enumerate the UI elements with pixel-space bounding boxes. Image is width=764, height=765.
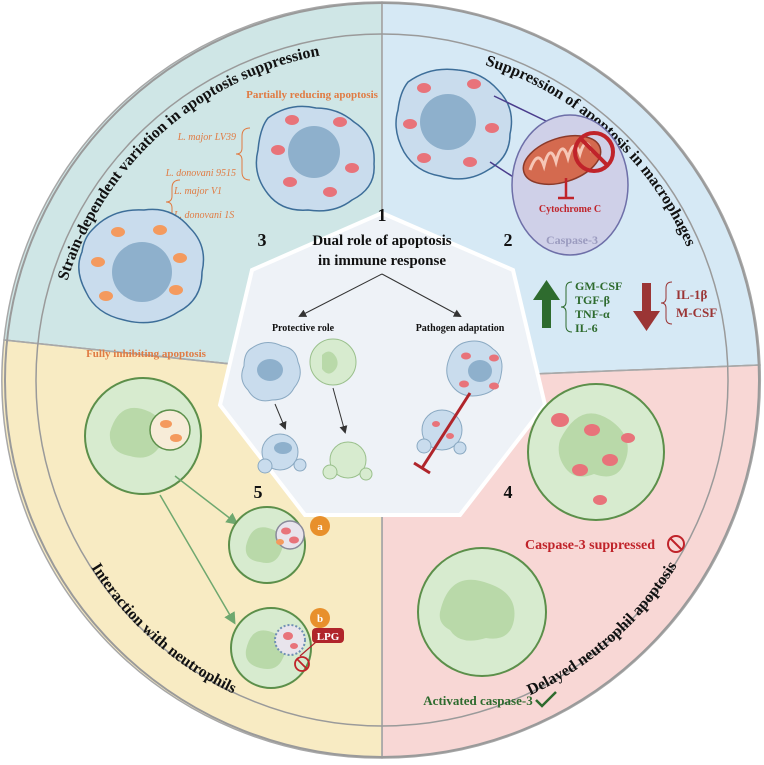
caspase-3-label: Caspase-3 <box>546 233 598 247</box>
apoptotic-macrophage-icon <box>257 433 307 474</box>
infected-macrophage-icon <box>446 340 503 397</box>
panel-3-number: 3 <box>258 230 267 250</box>
caspase-suppressed-label: Caspase-3 suppressed <box>525 538 655 553</box>
infected-macrophage-large-icon <box>395 68 513 180</box>
partial-strain-2: L. donovani 9515 <box>165 168 236 179</box>
activated-caspase-label: Activated caspase-3 <box>423 693 533 708</box>
protective-neutrophil-icon <box>309 338 357 386</box>
no-entry-icon <box>573 131 615 173</box>
checkmark-icon <box>535 691 557 708</box>
neutrophil-arrow-a <box>174 475 239 525</box>
down-brace <box>660 281 673 325</box>
protective-arrow-2 <box>332 387 348 434</box>
protective-arrow-1 <box>274 403 287 430</box>
neutrophil-a-icon <box>228 506 306 584</box>
badge-a <box>310 516 330 536</box>
panel-4-number: 4 <box>504 482 513 502</box>
center-title-line2: in immune response <box>318 253 446 269</box>
healthy-neutrophil-icon <box>417 547 547 677</box>
badge-a-letter: a <box>317 521 323 533</box>
suppressed-neutrophil-icon <box>527 383 665 521</box>
branch-left-arrow <box>298 273 383 317</box>
full-strain-2: L. donovani 1S <box>173 210 234 221</box>
zoom-line-top <box>493 95 549 123</box>
apoptotic-neutrophil-icon <box>322 441 373 481</box>
down-cytokine-2: M-CSF <box>676 305 717 320</box>
lpg-no-entry-icon <box>294 656 310 672</box>
panel-2-number: 2 <box>504 230 513 250</box>
cytochrome-label: Cytochrome C <box>539 204 601 215</box>
pathogen-adaptation-label: Pathogen adaptation <box>416 323 505 334</box>
up-cytokine-1: GM-CSF <box>575 279 622 293</box>
protective-macrophage-icon <box>241 342 301 402</box>
up-brace <box>560 281 573 333</box>
full-inhibition-label: Fully inhibiting apoptosis <box>86 348 207 360</box>
up-cytokine-2: TGF-β <box>575 293 610 307</box>
up-cytokine-3: TNF-α <box>575 307 610 321</box>
partial-strain-brace <box>235 127 251 181</box>
badge-b <box>310 608 330 628</box>
center-title-line1: Dual role of apoptosis <box>312 233 451 249</box>
cytochrome-block-icon <box>558 178 574 200</box>
inner-ring <box>35 33 729 727</box>
badge-b-letter: b <box>317 613 323 625</box>
neutrophil-arrow-b <box>159 494 236 625</box>
center-number: 1 <box>378 205 387 225</box>
protective-role-label: Protective role <box>272 323 335 334</box>
lpg-label: LPG <box>317 631 340 643</box>
inhibition-line <box>413 392 472 475</box>
down-cytokine-1: IL-1β <box>676 287 708 302</box>
neutrophil-b-icon <box>230 607 312 689</box>
partial-strain-1: L. major LV39 <box>177 132 236 143</box>
lpg-badge <box>312 628 344 643</box>
partially-infected-macrophage-icon <box>255 105 375 212</box>
upregulation-arrow-icon <box>533 280 560 328</box>
up-cytokine-4: IL-6 <box>575 321 598 335</box>
lpg-pointer <box>299 641 317 657</box>
downregulation-arrow-icon <box>633 283 660 331</box>
suppressed-no-entry-icon <box>667 535 685 553</box>
infected-neutrophil-icon <box>84 377 202 495</box>
outer-ring <box>4 2 760 758</box>
full-strain-1: L. major V1 <box>173 186 222 197</box>
panel-5-number: 5 <box>254 482 263 502</box>
fully-inhibited-macrophage-icon <box>78 208 205 324</box>
branch-right-arrow <box>381 273 462 317</box>
center-heptagon <box>217 210 548 517</box>
partial-reduction-label: Partially reducing apoptosis <box>246 89 379 101</box>
mitochondrion-icon <box>522 134 602 186</box>
